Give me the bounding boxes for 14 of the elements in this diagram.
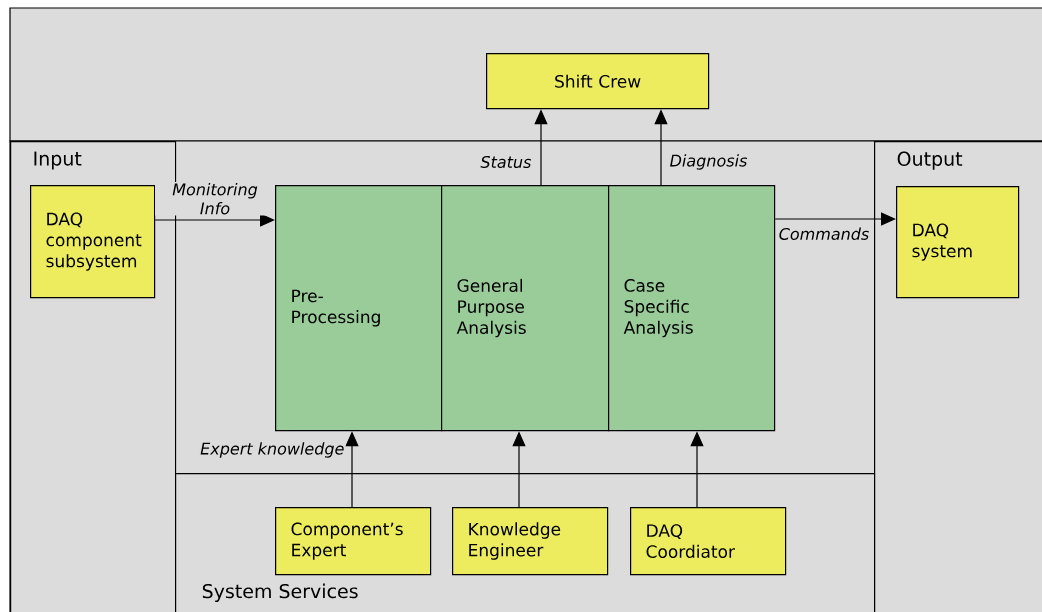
arrow bbox=[774, 212, 896, 226]
role-box: DAQ system bbox=[896, 186, 1020, 299]
role-box: Knowledge Engineer bbox=[452, 507, 609, 576]
edge-label: Diagnosis bbox=[668, 153, 749, 171]
edge-label: Monitoring Info bbox=[155, 182, 275, 216]
role-box: DAQ Coordiator bbox=[630, 507, 787, 576]
role-box: Shift Crew bbox=[486, 53, 710, 110]
analysis-box: Pre-Processing bbox=[275, 185, 443, 432]
analysis-box: General Purpose Analysis bbox=[441, 185, 610, 432]
analysis-box: Case Specific Analysis bbox=[608, 185, 776, 432]
role-box: Component’s Expert bbox=[275, 507, 432, 576]
edge-label: Expert knowledge bbox=[199, 441, 346, 459]
arrow bbox=[154, 213, 275, 227]
role-box: DAQ component subsystem bbox=[30, 185, 156, 299]
